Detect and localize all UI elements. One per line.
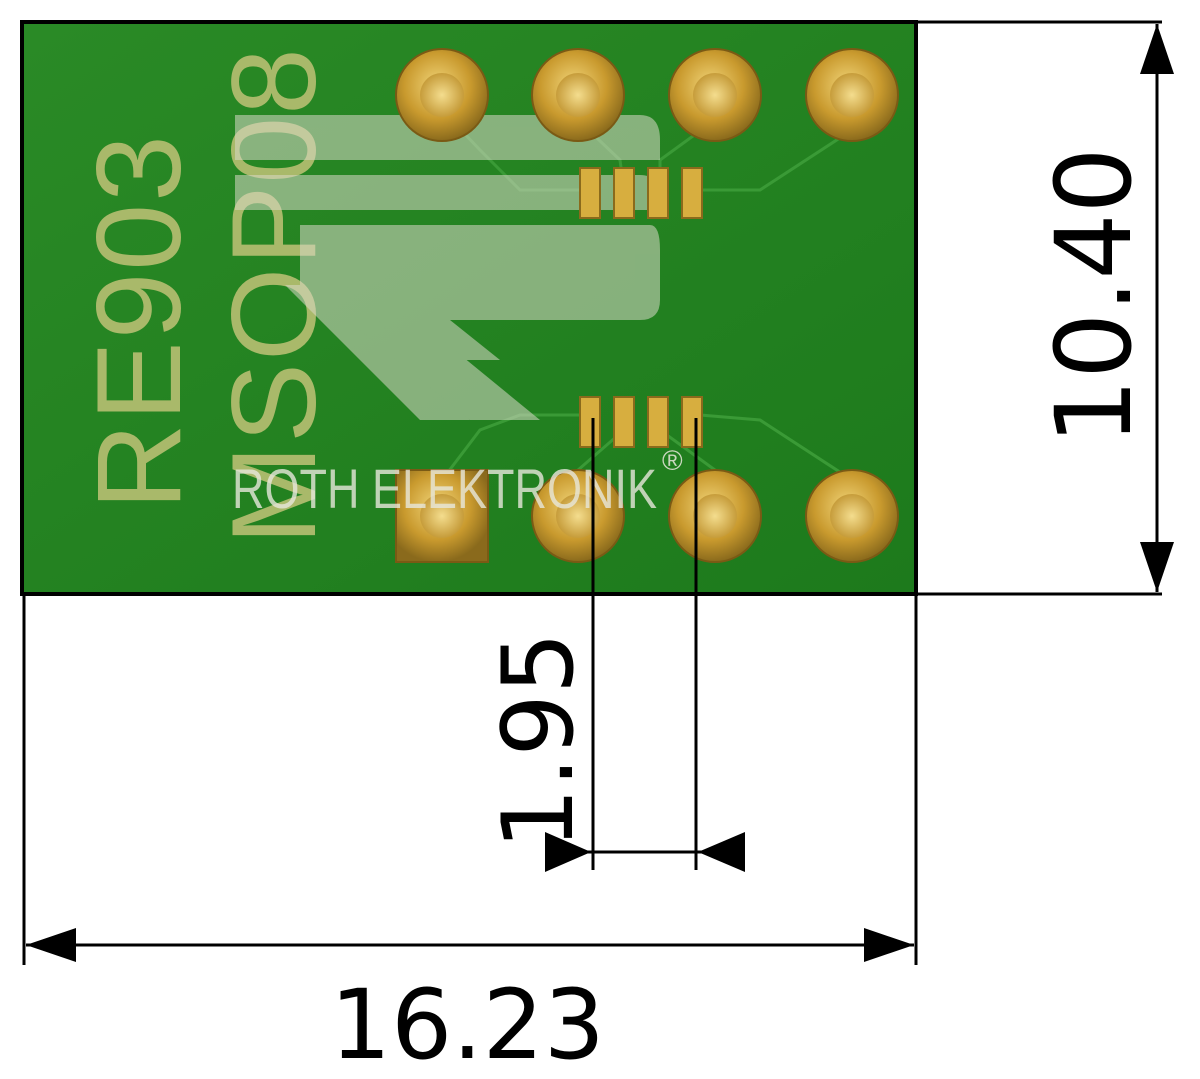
smd-pad [647, 167, 669, 219]
tht-pad-hole [830, 73, 874, 117]
dimension-pitch [545, 418, 745, 872]
smd-pad [579, 396, 601, 448]
pitch-dimension-label: 1.95 [482, 632, 596, 850]
smd-pad [579, 167, 601, 219]
smd-pads-top [579, 167, 703, 219]
smd-pad [647, 396, 669, 448]
height-dimension-label: 10.40 [1033, 147, 1155, 445]
tht-pad-hole [830, 494, 874, 538]
smd-pad [613, 167, 635, 219]
width-dimension-label: 16.23 [330, 969, 605, 1079]
tht-pad-hole [693, 73, 737, 117]
tht-pad-hole [556, 494, 600, 538]
smd-pad [613, 396, 635, 448]
tht-pad-hole [693, 494, 737, 538]
dimension-width [22, 596, 918, 965]
brand-logo-watermark [235, 115, 660, 420]
registered-mark: ® [662, 445, 683, 476]
smd-pad [681, 167, 703, 219]
tht-pad-hole [420, 494, 464, 538]
part-number-text: RE903 [72, 133, 206, 510]
smd-pads-bottom [579, 396, 703, 448]
tht-pad-hole [556, 73, 600, 117]
smd-pad [681, 396, 703, 448]
dimension-height [916, 20, 1174, 596]
tht-pads-top [395, 48, 899, 142]
brand-text: ROTH ELEKTRONIK [232, 457, 657, 520]
tht-pad-hole [420, 73, 464, 117]
tht-pads-bottom [395, 469, 899, 563]
